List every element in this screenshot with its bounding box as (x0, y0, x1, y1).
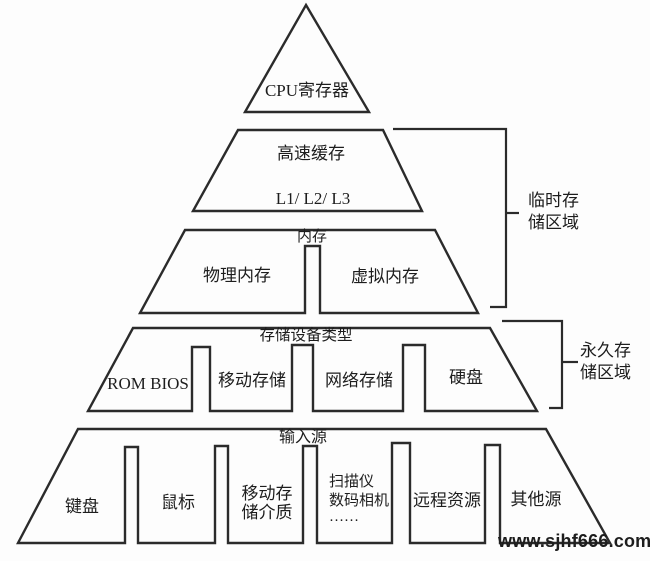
memory-title-label: 内存 (297, 228, 327, 245)
network-storage-label: 网络存储 (325, 371, 393, 390)
temporary-storage-label-line1: 临时存 (528, 191, 579, 210)
storage-types-title-label: 存储设备类型 (259, 326, 352, 344)
cpu-register-label: CPU寄存器 (265, 81, 349, 100)
rom-bios-label: ROM BIOS (107, 374, 189, 393)
other-sources-label: 其他源 (511, 490, 562, 509)
pyramid-level-cpu-shape (242, 2, 372, 114)
keyboard-label: 键盘 (65, 497, 99, 516)
pyramid-level-input-shape (16, 427, 613, 545)
watermark-url: www.sjhf666.com (497, 531, 650, 551)
cache-label: 高速缓存 (277, 144, 345, 163)
cache-levels-label: L1/ L2/ L3 (276, 189, 351, 208)
permanent-storage-bracket (502, 319, 564, 410)
hard-disk-label: 硬盘 (449, 368, 483, 387)
scanner-label-line1: 扫描仪 (329, 473, 374, 490)
permanent-storage-label-line2: 储区域 (580, 363, 631, 382)
temporary-storage-label-line2: 储区域 (528, 213, 579, 232)
temporary-storage-bracket (393, 127, 508, 309)
mouse-label: 鼠标 (161, 493, 195, 512)
pyramid-level-cache-shape (190, 128, 424, 213)
scanner-label-line3: …… (329, 509, 359, 525)
pyramid-level-storage-shape (85, 326, 540, 413)
pyramid-level-memory-shape (137, 228, 480, 315)
remote-resources-label: 远程资源 (413, 491, 481, 510)
mobile-storage-label: 移动存储 (218, 371, 286, 390)
physical-memory-label: 物理内存 (203, 266, 271, 285)
removable-media-label-line2: 储介质 (242, 503, 293, 522)
removable-media-label-line1: 移动存 (242, 484, 293, 503)
virtual-memory-label: 虚拟内存 (351, 267, 419, 286)
scanner-label-line2: 数码相机 (329, 492, 389, 509)
input-sources-title-label: 输入源 (279, 428, 327, 446)
permanent-storage-label-line1: 永久存 (580, 341, 631, 360)
